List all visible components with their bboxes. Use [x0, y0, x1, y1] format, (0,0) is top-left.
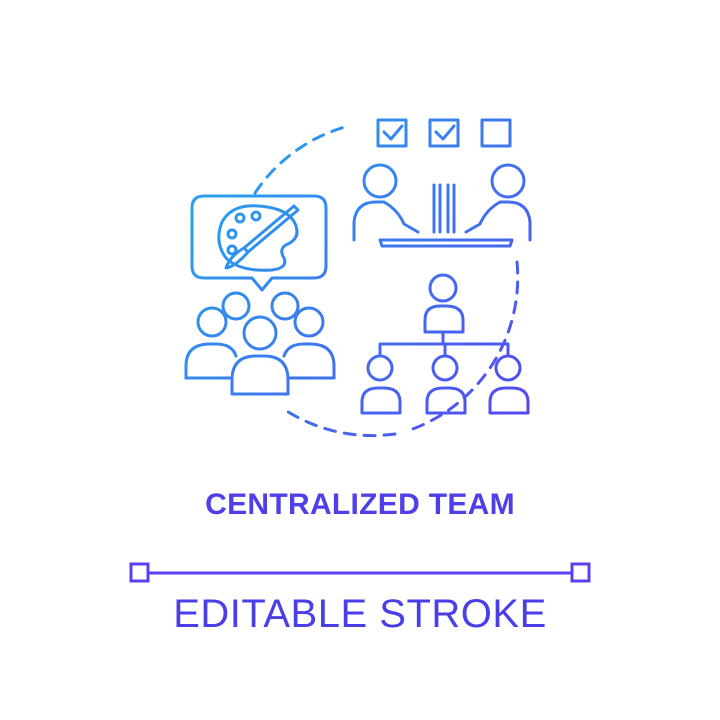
checkbox-empty-icon: [480, 118, 512, 148]
editable-stroke-label: EDITABLE STROKE: [173, 592, 547, 636]
people-group-icon: [184, 291, 336, 396]
desk-meeting-icon: [352, 163, 532, 248]
centralized-team-icon: [184, 118, 532, 438]
org-chart-icon: [360, 273, 530, 415]
dashed-circle-icon: [253, 125, 520, 438]
checkbox-checked-icon: [376, 118, 408, 148]
palette-brush-icon: [190, 194, 328, 292]
icon-title: CENTRALIZED TEAM: [205, 488, 515, 521]
editable-stroke-line: [129, 562, 591, 583]
stroke-handle-left: [129, 562, 150, 583]
stroke-handle-right: [570, 562, 591, 583]
checkbox-checked-icon: [428, 118, 460, 148]
